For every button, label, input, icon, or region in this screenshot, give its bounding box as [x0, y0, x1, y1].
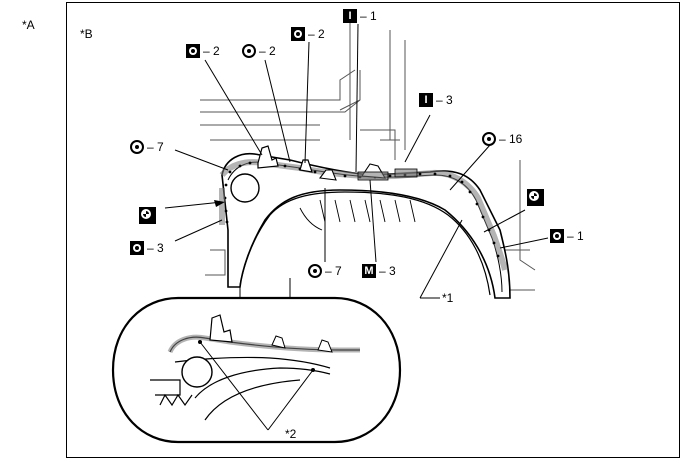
callout-m3: M – 3: [362, 264, 396, 278]
bolt-square-icon: [130, 241, 144, 255]
callout-text: – 1: [360, 9, 377, 23]
view-b-label: *B: [80, 27, 93, 41]
bolt-circle-icon: [308, 264, 322, 278]
callout-o3: – 3: [130, 241, 164, 255]
note-2-label: *2: [285, 427, 297, 441]
weld-i-icon: I: [419, 93, 433, 107]
callout-o7-top: – 7: [130, 140, 164, 154]
callout-text: – 3: [379, 264, 396, 278]
callout-o16: – 16: [482, 132, 522, 146]
callout-text: – 3: [147, 241, 164, 255]
callout-o2-left: – 2: [186, 44, 220, 58]
callout-special-left: [139, 207, 156, 224]
view-a-label: *A: [22, 18, 35, 32]
callout-text: – 1: [567, 229, 584, 243]
callout-text: – 2: [259, 44, 276, 58]
diagram-frame: [66, 2, 680, 458]
sealant-icon: [527, 189, 544, 206]
callout-o2-right: – 2: [291, 27, 325, 41]
callout-text: – 2: [203, 44, 220, 58]
weld-m-icon: M: [362, 264, 376, 278]
bolt-square-icon: [291, 27, 305, 41]
callout-text: – 3: [436, 93, 453, 107]
callout-o2-mid: – 2: [242, 44, 276, 58]
callout-i3: I – 3: [419, 93, 453, 107]
bolt-circle-icon: [242, 44, 256, 58]
bolt-circle-icon: [130, 140, 144, 154]
callout-o7-bottom: – 7: [308, 264, 342, 278]
callout-text: – 2: [308, 27, 325, 41]
callout-i1: I – 1: [343, 9, 377, 23]
callout-o1: – 1: [550, 229, 584, 243]
callout-text: – 7: [147, 140, 164, 154]
callout-text: – 16: [499, 132, 523, 146]
callout-special-right: [527, 189, 544, 206]
bolt-circle-icon: [482, 132, 496, 146]
note-1-label: *1: [442, 291, 454, 305]
sealant-icon: [139, 207, 156, 224]
bolt-square-icon: [550, 229, 564, 243]
weld-i-icon: I: [343, 9, 357, 23]
bolt-square-icon: [186, 44, 200, 58]
callout-text: – 7: [325, 264, 342, 278]
